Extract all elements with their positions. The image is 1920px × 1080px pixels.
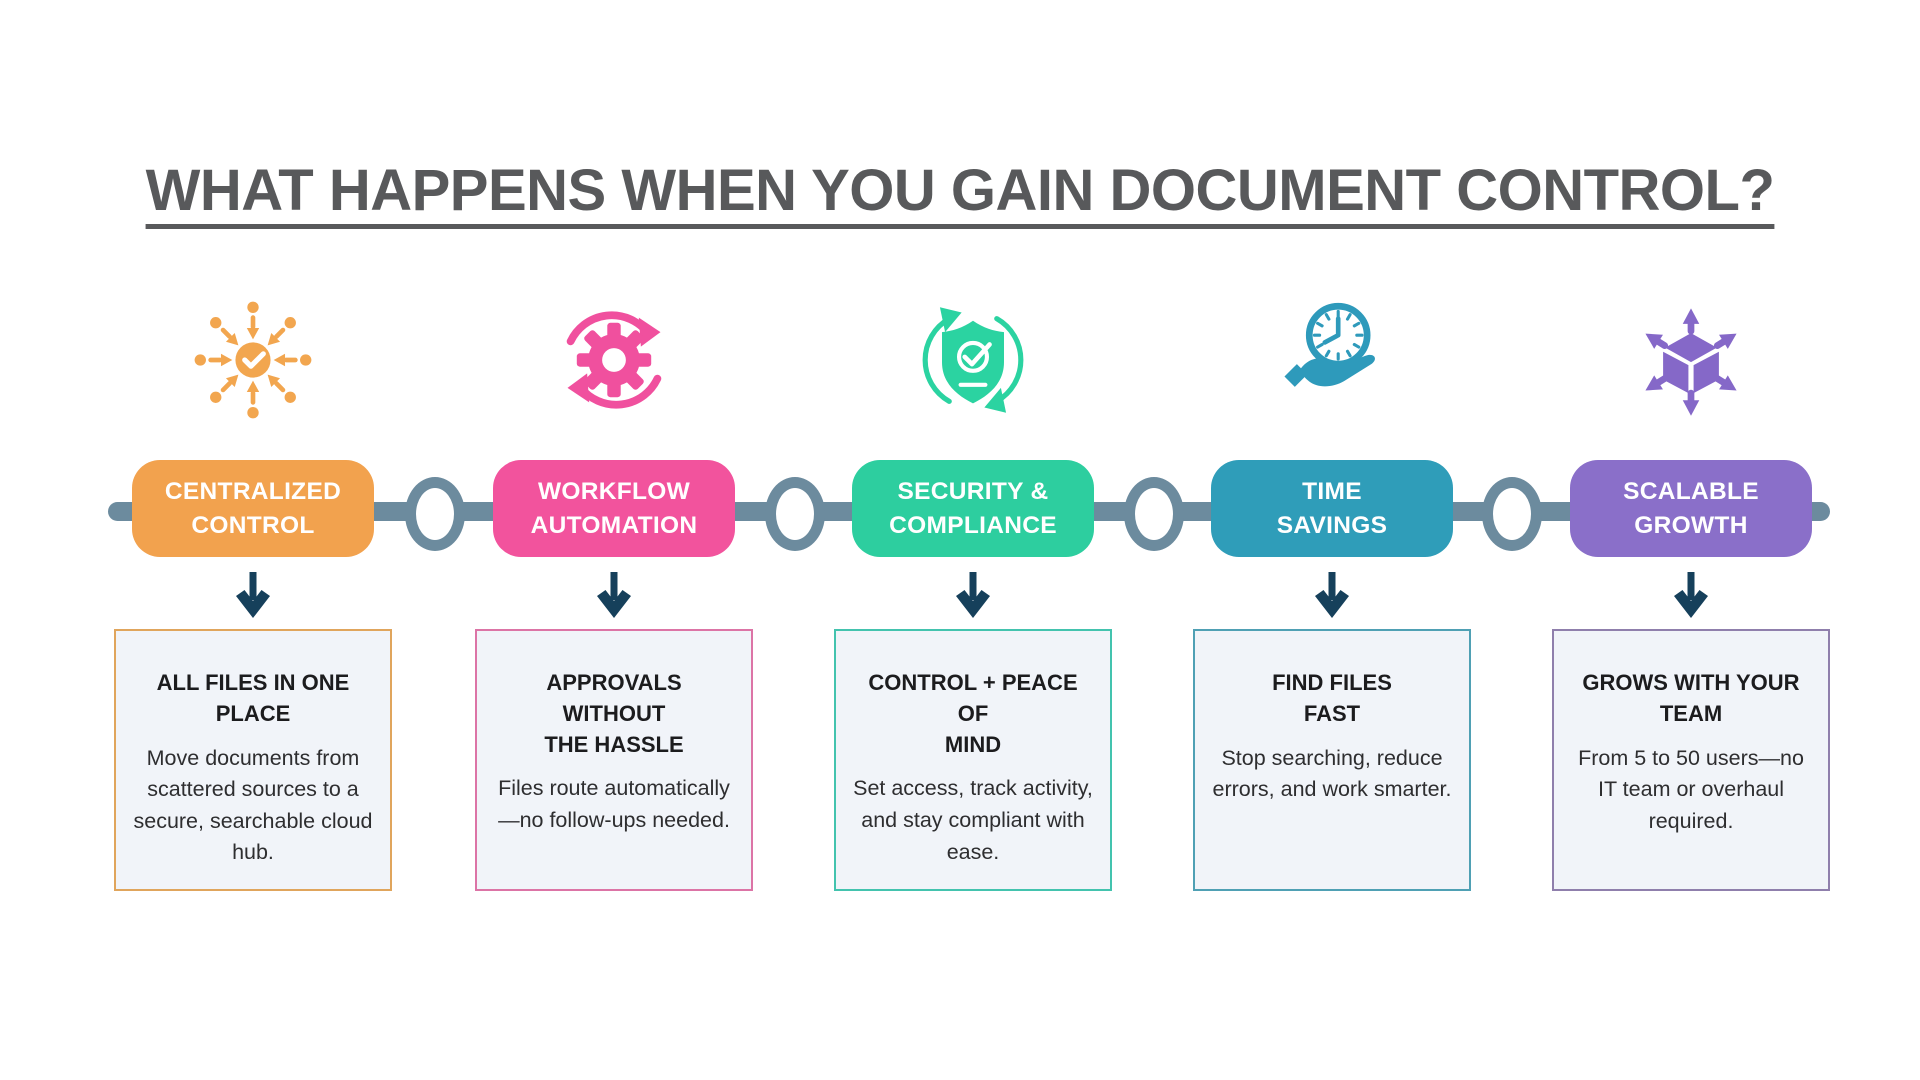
step-info-box: GROWS WITH YOUR TEAM From 5 to 50 users—… — [1552, 629, 1830, 891]
info-box-title: ALL FILES IN ONE PLACE — [156, 670, 350, 726]
step-pill: SCALABLE GROWTH — [1570, 460, 1812, 557]
info-box-title: GROWS WITH YOUR TEAM — [1582, 670, 1800, 726]
step-info-box: APPROVALS WITHOUT THE HASSLE Files route… — [475, 629, 753, 891]
timeline-node — [1124, 477, 1184, 551]
step-info-box: CONTROL + PEACE OF MIND Set access, trac… — [834, 629, 1112, 891]
security-compliance-icon — [911, 298, 1035, 422]
info-box-title: FIND FILES FAST — [1272, 670, 1392, 726]
info-box-body: Move documents from scattered sources to… — [133, 745, 373, 865]
down-arrow-icon — [956, 572, 990, 618]
pill-label: SECURITY & COMPLIANCE — [889, 477, 1057, 539]
pill-label: TIME SAVINGS — [1276, 477, 1388, 539]
timeline-node — [765, 477, 825, 551]
step-pill: TIME SAVINGS — [1211, 460, 1453, 557]
centralized-control-icon — [191, 298, 315, 422]
page-title: WHAT HAPPENS WHEN YOU GAIN DOCUMENT CONT… — [145, 157, 1775, 223]
time-savings-icon — [1270, 298, 1394, 422]
timeline-node — [405, 477, 465, 551]
pill-label: CENTRALIZED CONTROL — [164, 477, 342, 539]
down-arrow-icon — [1315, 572, 1349, 618]
step-pill: WORKFLOW AUTOMATION — [493, 460, 735, 557]
step-info-box: FIND FILES FAST Stop searching, reduce e… — [1193, 629, 1471, 891]
step-column-security-compliance: SECURITY & COMPLIANCE CONTROL + PEACE OF… — [784, 0, 1162, 1080]
down-arrow-icon — [597, 572, 631, 618]
info-box-body: Set access, track activity, and stay com… — [853, 776, 1093, 864]
scalable-growth-icon — [1629, 298, 1753, 422]
pill-label: SCALABLE GROWTH — [1623, 477, 1759, 539]
info-box-title: CONTROL + PEACE OF MIND — [868, 670, 1078, 757]
info-box-body: From 5 to 50 users—no IT team or overhau… — [1578, 745, 1804, 833]
step-column-workflow-automation: WORKFLOW AUTOMATION APPROVALS WITHOUT TH… — [425, 0, 803, 1080]
step-pill: SECURITY & COMPLIANCE — [852, 460, 1094, 557]
step-column-time-savings: TIME SAVINGS FIND FILES FAST Stop search… — [1143, 0, 1521, 1080]
info-box-body: Files route automatically—no follow-ups … — [498, 776, 730, 832]
timeline-node — [1482, 477, 1542, 551]
step-column-centralized-control: CENTRALIZED CONTROL ALL FILES IN ONE PLA… — [64, 0, 442, 1080]
step-column-scalable-growth: SCALABLE GROWTH GROWS WITH YOUR TEAM Fro… — [1502, 0, 1880, 1080]
step-pill: CENTRALIZED CONTROL — [132, 460, 374, 557]
workflow-automation-icon — [552, 298, 676, 422]
info-box-body: Stop searching, reduce errors, and work … — [1212, 745, 1452, 802]
info-box-title: APPROVALS WITHOUT THE HASSLE — [544, 670, 684, 757]
pill-label: WORKFLOW AUTOMATION — [530, 477, 698, 539]
down-arrow-icon — [1674, 572, 1708, 618]
down-arrow-icon — [236, 572, 270, 618]
step-info-box: ALL FILES IN ONE PLACE Move documents fr… — [114, 629, 392, 891]
